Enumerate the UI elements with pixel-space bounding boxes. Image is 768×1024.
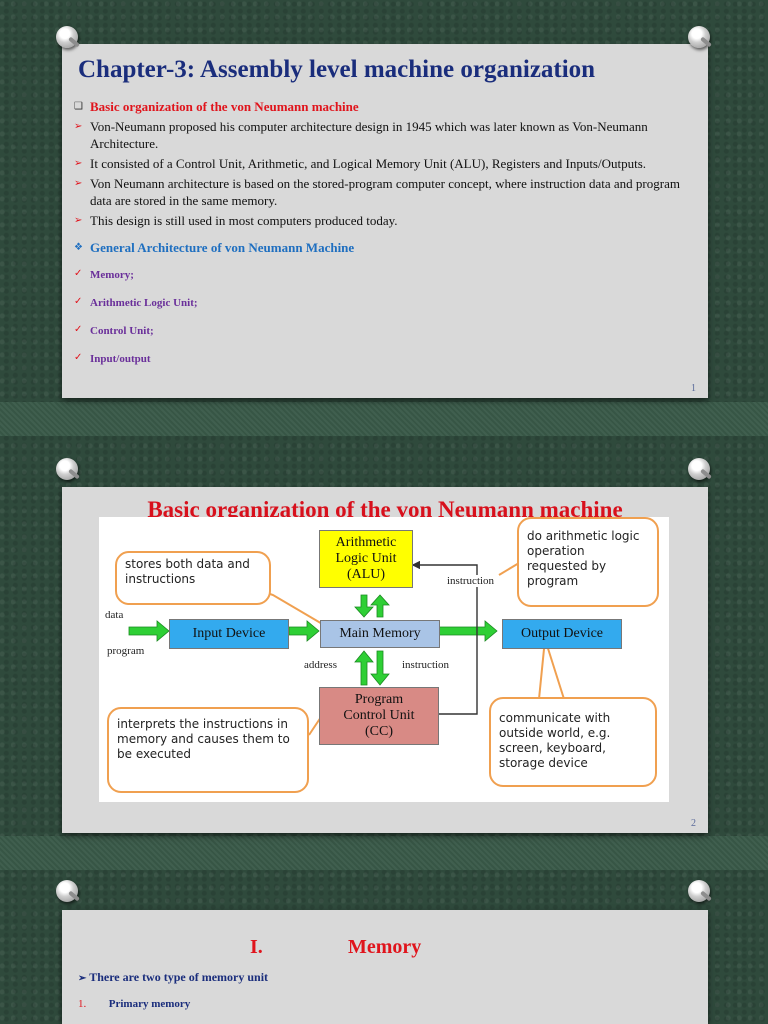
section-numeral: I. bbox=[250, 936, 263, 958]
alu-box: Arithmetic Logic Unit (ALU) bbox=[319, 530, 413, 588]
bullet-list: ❑ Basic organization of the von Neumann m… bbox=[74, 98, 698, 368]
label-data: data bbox=[105, 609, 124, 621]
primary-memory-text: Primary memory bbox=[108, 998, 191, 1010]
label-program: program bbox=[107, 645, 145, 657]
memory-type-text: There are two type of memory unit bbox=[89, 970, 269, 984]
bullet-marker: ✓ bbox=[74, 296, 83, 307]
arrow-cc-up bbox=[354, 650, 374, 686]
label-instruction: instruction bbox=[402, 659, 450, 671]
bullet-item: ➢ This design is still used in most compu… bbox=[74, 212, 698, 229]
slide-1: Chapter-3: Assembly level machine organi… bbox=[62, 44, 708, 398]
arrow-memory-output bbox=[438, 620, 498, 642]
title-chapter: Chapter-3 bbox=[78, 56, 187, 83]
arrow-memory-up bbox=[370, 594, 390, 618]
bullet-marker: ❑ bbox=[74, 101, 83, 112]
bullet-marker: ➢ bbox=[74, 158, 83, 169]
instruction-line bbox=[411, 560, 478, 715]
bullet-item: ❖ General Architecture of von Neumann Mac… bbox=[74, 239, 698, 256]
control-unit-box: Program Control Unit (CC) bbox=[319, 687, 439, 745]
bullet-marker: ➢ bbox=[74, 215, 83, 226]
input-device-box: Input Device bbox=[169, 619, 289, 649]
bullet-marker: ➢ bbox=[74, 121, 83, 132]
arrow-input-memory bbox=[288, 620, 320, 642]
section-heading: Memory bbox=[348, 936, 422, 958]
bullet-item: ➢ Von-Neumann proposed his computer archi… bbox=[74, 118, 698, 152]
bullet-text: Von Neumann architecture is based on the… bbox=[90, 176, 680, 208]
bullet-item: ➢ Von Neumann architecture is based on th… bbox=[74, 175, 698, 209]
von-neumann-diagram: Arithmetic Logic Unit (ALU) Main Memory … bbox=[99, 517, 669, 802]
pushpin-icon bbox=[688, 458, 710, 480]
page-number: 1 bbox=[691, 383, 696, 394]
page-number: 2 bbox=[691, 818, 696, 829]
callout-alu: do arithmetic logic operation requested … bbox=[517, 517, 659, 607]
bullet-text: Memory; bbox=[90, 269, 134, 281]
background-band-2 bbox=[0, 836, 768, 870]
bullet-marker: ➢ bbox=[74, 178, 83, 189]
bullet-text: This design is still used in most comput… bbox=[90, 213, 398, 228]
arrow-alu-down bbox=[354, 594, 374, 618]
background-band-1 bbox=[0, 402, 768, 436]
bullet-item: ✓ Input/output bbox=[74, 349, 698, 368]
callout-io: communicate with outside world, e.g. scr… bbox=[489, 697, 657, 787]
bullet-text: Input/output bbox=[90, 353, 151, 365]
memory-type-line: ➢ There are two type of memory unit bbox=[78, 970, 268, 985]
label-address: address bbox=[304, 659, 337, 671]
bullet-text: Basic organization of the von Neumann ma… bbox=[90, 99, 359, 114]
slide-2: Basic organization of the von Neumann ma… bbox=[62, 487, 708, 833]
bullet-text: Control Unit; bbox=[90, 325, 154, 337]
pointer-alu bbox=[498, 562, 520, 576]
arrow-data bbox=[128, 620, 170, 642]
bullet-marker: ✓ bbox=[74, 268, 83, 279]
label-instruction-top: instruction bbox=[447, 575, 495, 587]
arrow-marker: ➢ bbox=[78, 973, 87, 984]
primary-memory-line: 1. Primary memory bbox=[78, 998, 190, 1010]
pushpin-icon bbox=[688, 26, 710, 48]
bullet-text: It consisted of a Control Unit, Arithmet… bbox=[90, 156, 647, 171]
pushpin-icon bbox=[688, 880, 710, 902]
callout-memory: stores both data and instructions bbox=[115, 551, 271, 605]
callout-cc: interprets the instructions in memory an… bbox=[107, 707, 309, 793]
arrow-memory-down bbox=[370, 650, 390, 686]
output-device-box: Output Device bbox=[502, 619, 622, 649]
bullet-item: ✓ Memory; bbox=[74, 265, 698, 284]
number-marker: 1. bbox=[78, 998, 87, 1010]
main-memory-box: Main Memory bbox=[320, 620, 440, 648]
bullet-text: Von-Neumann proposed his computer archit… bbox=[90, 119, 648, 151]
bullet-marker: ✓ bbox=[74, 324, 83, 335]
bullet-marker: ✓ bbox=[74, 352, 83, 363]
bullet-item: ✓ Control Unit; bbox=[74, 321, 698, 340]
pushpin-icon bbox=[56, 880, 78, 902]
title-text: Assembly level machine organization bbox=[195, 56, 596, 83]
pushpin-icon bbox=[56, 458, 78, 480]
bullet-item: ✓ Arithmetic Logic Unit; bbox=[74, 293, 698, 312]
bullet-item: ➢ It consisted of a Control Unit, Arithme… bbox=[74, 155, 698, 172]
bullet-marker: ❖ bbox=[74, 242, 83, 253]
slide-3: I. Memory ➢ There are two type of memory… bbox=[62, 910, 708, 1024]
title-colon: : bbox=[186, 56, 196, 83]
pushpin-icon bbox=[56, 26, 78, 48]
slide-title: Chapter-3: Assembly level machine organi… bbox=[78, 56, 595, 84]
bullet-item: ❑ Basic organization of the von Neumann m… bbox=[74, 98, 698, 115]
bullet-text: Arithmetic Logic Unit; bbox=[90, 297, 198, 309]
bullet-text: General Architecture of von Neumann Mach… bbox=[90, 240, 355, 255]
